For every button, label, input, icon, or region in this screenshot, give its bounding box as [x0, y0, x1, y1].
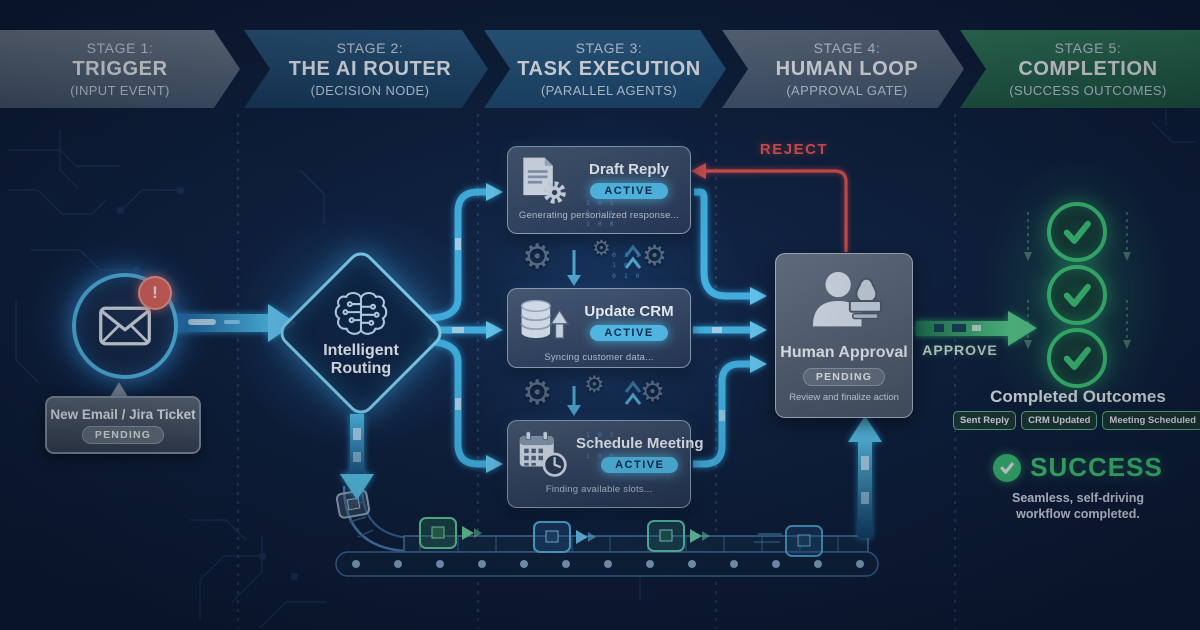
- flow-arrow-trigger-to-router: [172, 304, 296, 342]
- gear-icon: ⚙: [522, 373, 553, 413]
- brain-circuit-icon: [334, 291, 388, 335]
- gear-icon: ⚙: [592, 236, 611, 260]
- approval-title: Human Approval: [780, 344, 908, 361]
- router-title: Intelligent Routing: [323, 341, 399, 377]
- gear-icon: ⚙: [584, 372, 605, 398]
- task-detail: Syncing customer data...: [544, 352, 654, 363]
- envelope-icon: [99, 306, 151, 346]
- stage-banner-completion: STAGE 5: COMPLETION (SUCCESS OUTCOMES): [960, 30, 1200, 108]
- checkmark-side-decor: [1024, 212, 1131, 349]
- conveyor-belt: [335, 485, 879, 577]
- stage-subtitle: (DECISION NODE): [310, 83, 430, 98]
- package-ramp: [335, 489, 371, 519]
- document-gear-icon: [516, 155, 570, 205]
- success-check-icon: [993, 453, 1022, 482]
- stage-banner-ai-router: STAGE 2: THE AI ROUTER (DECISION NODE): [244, 30, 488, 108]
- outcome-pill-crm-updated: CRM Updated: [1021, 411, 1098, 430]
- check-icon: [1063, 220, 1091, 244]
- stage-subtitle: (PARALLEL AGENTS): [540, 83, 678, 98]
- outcome-pill-meeting-scheduled: Meeting Scheduled: [1102, 411, 1200, 430]
- task-to-approval-arrows: [693, 188, 767, 468]
- stage-label: STAGE 2:: [336, 40, 404, 56]
- task-status-badge: ACTIVE: [590, 325, 668, 341]
- stage-label: STAGE 5:: [1054, 40, 1122, 56]
- gear-icon: ⚙: [642, 239, 668, 272]
- outcome-pill-sent-reply: Sent Reply: [953, 411, 1017, 430]
- approve-arrow: [916, 311, 1037, 346]
- stage-banner-task-execution: STAGE 3: TASK EXECUTION (PARALLEL AGENTS…: [484, 30, 726, 108]
- binary-decor: 1 0 1 0 1 1 1 0 0: [586, 431, 616, 460]
- task-detail: Generating personalized response...: [518, 210, 680, 221]
- success-row: SUCCESS: [962, 452, 1194, 483]
- approval-detail: Review and finalize action: [789, 392, 899, 403]
- success-label: SUCCESS: [1030, 452, 1163, 482]
- success-detail: Seamless, self-driving workflow complete…: [1011, 491, 1144, 522]
- binary-decor: 0 1 1 1 0 1 0 1 0: [612, 251, 642, 280]
- completed-outcomes-heading: Completed Outcomes: [990, 387, 1166, 406]
- stage-title: TASK EXECUTION: [517, 58, 701, 80]
- mini-flow-arrows: [567, 244, 642, 416]
- stage-title: COMPLETION: [1018, 58, 1158, 80]
- task-card-update-crm: Update CRM ACTIVE Syncing customer data.…: [507, 288, 691, 368]
- router-branch-pipes: [427, 183, 503, 473]
- trigger-status-badge: PENDING: [81, 425, 165, 444]
- stage-banner-trigger: STAGE 1: TRIGGER (INPUT EVENT): [0, 30, 240, 108]
- task-title: Schedule Meeting: [576, 435, 704, 452]
- task-status-badge: ACTIVE: [601, 457, 679, 473]
- task-title: Draft Reply: [588, 161, 670, 178]
- trigger-label: New Email / Jira Ticket: [50, 406, 196, 422]
- person-stamp-icon: [812, 271, 882, 327]
- package-blue-2: [754, 525, 823, 557]
- alert-badge: !: [138, 276, 172, 310]
- approval-status-badge: PENDING: [802, 368, 886, 386]
- stage-title: THE AI ROUTER: [288, 58, 452, 80]
- task-card-top: Schedule Meeting ACTIVE: [516, 429, 704, 479]
- gear-icon: ⚙: [640, 375, 666, 408]
- circuit-traces: [8, 96, 1196, 629]
- task-card-top: Draft Reply ACTIVE: [516, 155, 682, 205]
- task-card-top: Update CRM ACTIVE: [516, 297, 682, 347]
- outcome-check-1: [1047, 202, 1107, 262]
- task-detail: Finding available slots...: [545, 484, 653, 495]
- reject-arrow: [691, 163, 848, 252]
- trigger-tooltip-caret: [110, 382, 128, 397]
- outcome-check-3: [1047, 328, 1107, 388]
- database-upload-icon: [516, 297, 570, 347]
- approve-label: APPROVE: [922, 342, 998, 358]
- outcome-check-2: [1047, 265, 1107, 325]
- trigger-label-box: New Email / Jira Ticket PENDING: [45, 396, 201, 454]
- stage-title: TRIGGER: [72, 58, 168, 80]
- package-teal: [647, 520, 710, 552]
- stage-label: STAGE 1:: [86, 40, 154, 56]
- package-green: [419, 517, 482, 549]
- stage-subtitle: (SUCCESS OUTCOMES): [1009, 83, 1167, 98]
- binary-decor: 1 0 1 0 1 1 1 0 0: [586, 199, 616, 228]
- stage-subtitle: (INPUT EVENT): [70, 83, 170, 98]
- stage-label: STAGE 4:: [813, 40, 881, 56]
- package-blue-1: [533, 521, 596, 553]
- task-status-badge: ACTIVE: [590, 183, 668, 199]
- stage-subtitle: (APPROVAL GATE): [786, 83, 908, 98]
- reject-label: REJECT: [759, 141, 829, 158]
- outcome-pills-row: Sent Reply CRM Updated Meeting Scheduled: [953, 411, 1200, 430]
- calendar-clock-icon: [516, 429, 570, 479]
- conveyor-to-approval-arrow: [848, 416, 882, 538]
- intelligent-routing-content: Intelligent Routing: [289, 261, 433, 405]
- human-approval-card: Human Approval PENDING Review and finali…: [775, 253, 913, 418]
- intelligent-routing-node: Intelligent Routing: [274, 246, 448, 420]
- router-down-arrow: [340, 414, 374, 500]
- conveyor-rollers: [352, 560, 864, 568]
- stage-label: STAGE 3:: [575, 40, 643, 56]
- alert-glyph: !: [152, 283, 158, 302]
- check-icon: [1063, 346, 1091, 370]
- gear-icon: ⚙: [522, 237, 553, 277]
- task-title: Update CRM: [584, 303, 674, 320]
- stage-title: HUMAN LOOP: [775, 58, 919, 80]
- stage-banner-human-loop: STAGE 4: HUMAN LOOP (APPROVAL GATE): [722, 30, 964, 108]
- check-icon: [1063, 283, 1091, 307]
- task-card-schedule-meeting: Schedule Meeting ACTIVE Finding availabl…: [507, 420, 704, 508]
- task-card-draft-reply: Draft Reply ACTIVE Generating personaliz…: [507, 146, 691, 234]
